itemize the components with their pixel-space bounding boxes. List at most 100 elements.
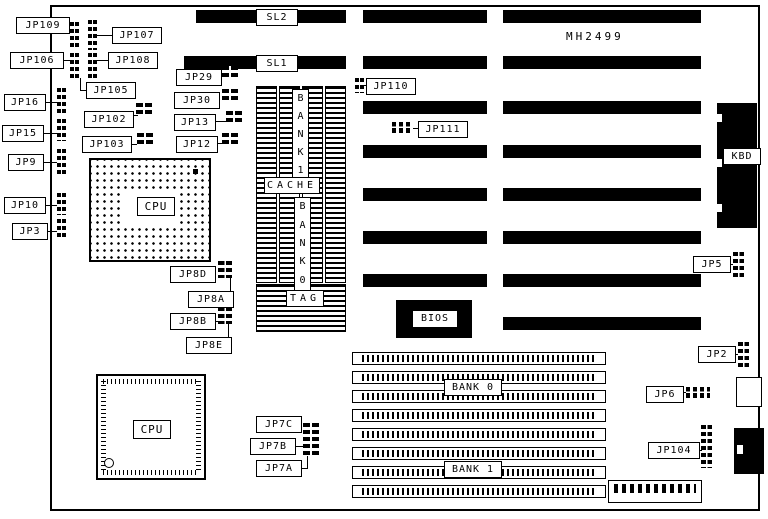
label-jp111: JP111 bbox=[418, 121, 468, 138]
wire bbox=[413, 128, 418, 129]
qfp-pins-top bbox=[103, 379, 199, 384]
label-jp109: JP109 bbox=[16, 17, 70, 34]
jumper-pins-jp12 bbox=[222, 133, 238, 146]
jumper-pins-jp110 bbox=[355, 78, 364, 93]
bank0-letter: N bbox=[299, 237, 306, 249]
simm-socket bbox=[352, 485, 606, 498]
label-bank0-vertical: B A N K 0 bbox=[294, 197, 311, 291]
wire bbox=[307, 456, 308, 468]
wire bbox=[228, 324, 229, 337]
label-bank0: BANK 0 bbox=[444, 379, 502, 396]
board-model: MH2499 bbox=[566, 30, 624, 43]
wire bbox=[97, 35, 112, 36]
bank0-letter: K bbox=[299, 256, 306, 268]
wire bbox=[44, 162, 57, 163]
jumper-pins-jp109 bbox=[70, 22, 79, 50]
wire bbox=[46, 205, 57, 206]
isa-slot-segment bbox=[363, 145, 487, 158]
label-jp104: JP104 bbox=[648, 442, 700, 459]
bank1-letter: N bbox=[297, 129, 304, 140]
bank1-letter: A bbox=[297, 111, 304, 122]
label-jp8a: JP8A bbox=[188, 291, 234, 308]
jumper-pins-jp108 bbox=[88, 53, 97, 78]
label-jp30: JP30 bbox=[174, 92, 220, 109]
jumper-pins-jp16 bbox=[57, 88, 66, 114]
bank1-letter: K bbox=[297, 147, 304, 158]
wire bbox=[48, 231, 57, 232]
isa-slot-segment bbox=[363, 10, 487, 23]
label-cpu-top: CPU bbox=[137, 197, 175, 216]
wire bbox=[218, 143, 222, 144]
jumper-pins-jp5 bbox=[733, 252, 744, 278]
simm-socket bbox=[352, 409, 606, 422]
power-connector bbox=[608, 480, 702, 503]
label-jp7c: JP7C bbox=[256, 416, 302, 433]
label-jp2: JP2 bbox=[698, 346, 736, 363]
wire bbox=[80, 90, 86, 91]
kbd-notch bbox=[717, 204, 722, 212]
label-bank1: BANK 1 bbox=[444, 461, 502, 478]
label-jp12: JP12 bbox=[176, 136, 218, 153]
wire bbox=[132, 144, 137, 145]
label-sl2: SL2 bbox=[256, 9, 298, 26]
label-jp15: JP15 bbox=[2, 125, 44, 142]
jumper-pins-jp15 bbox=[57, 119, 66, 141]
label-jp106: JP106 bbox=[10, 52, 64, 69]
label-jp7a: JP7A bbox=[256, 460, 302, 477]
label-bank1-vertical: B A N K 1 bbox=[292, 89, 309, 181]
wire bbox=[736, 354, 738, 355]
wire bbox=[216, 321, 218, 322]
wire bbox=[302, 468, 308, 469]
wire bbox=[44, 133, 57, 134]
label-jp8b: JP8B bbox=[170, 313, 216, 330]
isa-slot-segment bbox=[363, 188, 487, 201]
label-jp3: JP3 bbox=[12, 223, 48, 240]
wire bbox=[216, 121, 226, 122]
isa-slot-segment bbox=[363, 101, 487, 114]
tag-chip bbox=[256, 284, 346, 332]
simm-socket bbox=[352, 428, 606, 441]
wire bbox=[230, 278, 231, 291]
wire bbox=[80, 78, 81, 91]
wire bbox=[97, 60, 108, 61]
wire bbox=[364, 85, 366, 86]
qfp-pins-left bbox=[101, 381, 106, 473]
jumper-pins-jp103 bbox=[137, 133, 153, 146]
label-jp102: JP102 bbox=[84, 111, 134, 128]
cpu-pin1-marker bbox=[193, 169, 198, 174]
jumper-pins-jp6 bbox=[686, 387, 710, 398]
bank0-letter: B bbox=[299, 201, 306, 213]
rear-port bbox=[736, 377, 762, 407]
jumper-pins-jp3 bbox=[57, 219, 66, 239]
cache-chip-column bbox=[325, 86, 346, 283]
wire bbox=[46, 102, 57, 103]
jumper-pins-jp30 bbox=[222, 89, 238, 102]
isa-slot-segment bbox=[503, 101, 701, 114]
label-jp105: JP105 bbox=[86, 82, 136, 99]
simm-socket bbox=[352, 352, 606, 365]
isa-slot-segment bbox=[503, 145, 701, 158]
jumper-pins-jp8b bbox=[218, 307, 232, 324]
isa-slot-segment bbox=[503, 231, 701, 244]
din-notch bbox=[737, 445, 743, 454]
jumper-pins-jp106 bbox=[70, 53, 79, 78]
label-kbd: KBD bbox=[723, 148, 761, 165]
jumper-pins-jp8d bbox=[218, 261, 232, 278]
label-jp110: JP110 bbox=[366, 78, 416, 95]
isa-slot-segment bbox=[363, 231, 487, 244]
label-sl1: SL1 bbox=[256, 55, 298, 72]
label-bios: BIOS bbox=[412, 310, 458, 328]
bank0-letter: 0 bbox=[299, 274, 306, 286]
isa-slot-segment bbox=[503, 188, 701, 201]
label-cpu-bottom: CPU bbox=[133, 420, 171, 439]
jumper-pins-jp111 bbox=[392, 122, 413, 133]
label-jp16: JP16 bbox=[4, 94, 46, 111]
label-jp107: JP107 bbox=[112, 27, 162, 44]
isa-slot-segment bbox=[363, 274, 487, 287]
bank0-letter: A bbox=[299, 219, 306, 231]
label-jp13: JP13 bbox=[174, 114, 216, 131]
label-jp8e: JP8E bbox=[186, 337, 232, 354]
isa-slot-segment bbox=[503, 10, 701, 23]
jumper-pins-jp10 bbox=[57, 193, 66, 215]
